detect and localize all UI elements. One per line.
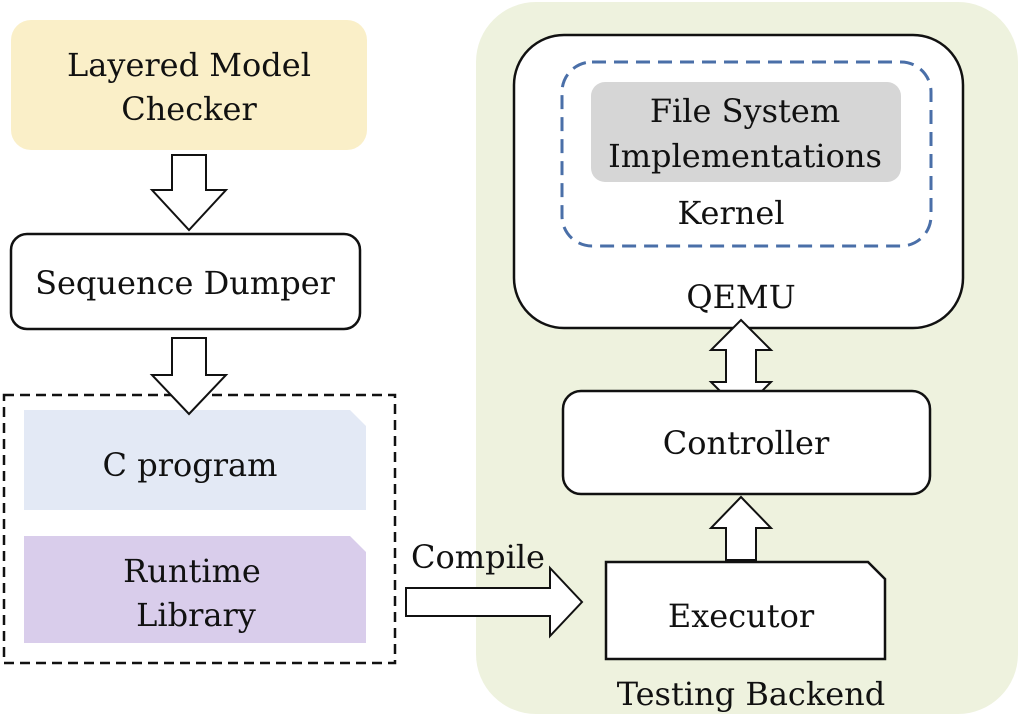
file-system-box — [591, 82, 901, 182]
c-program-label: C program — [103, 446, 278, 484]
controller-label: Controller — [663, 424, 830, 462]
sequence-dumper-label: Sequence Dumper — [35, 264, 336, 302]
kernel-box — [560, 60, 933, 248]
compile-arrow — [405, 565, 584, 639]
c-program-box — [24, 410, 366, 510]
compile-label: Compile — [411, 538, 545, 576]
arrow-checker-to-dumper — [149, 154, 229, 232]
testing-backend-label: Testing Backend — [617, 675, 886, 713]
model-checker-box — [11, 20, 367, 150]
runtime-library-label-line1: Runtime — [123, 552, 261, 590]
qemu-label: QEMU — [686, 278, 795, 316]
runtime-library-box — [24, 536, 366, 643]
file-system-label-line1: File System — [650, 92, 840, 130]
model-checker-label-line1: Layered Model — [67, 46, 311, 84]
executor-label: Executor — [668, 597, 815, 635]
arrow-dumper-to-program — [149, 337, 229, 416]
arrow-executor-to-controller — [708, 495, 774, 561]
model-checker-label-line2: Checker — [121, 90, 257, 128]
runtime-library-label-line2: Library — [136, 596, 256, 634]
controller-box — [561, 389, 932, 496]
kernel-label: Kernel — [677, 194, 784, 232]
file-system-label-line2: Implementations — [608, 137, 882, 175]
executor-box — [604, 560, 887, 661]
sequence-dumper-box — [9, 232, 362, 331]
